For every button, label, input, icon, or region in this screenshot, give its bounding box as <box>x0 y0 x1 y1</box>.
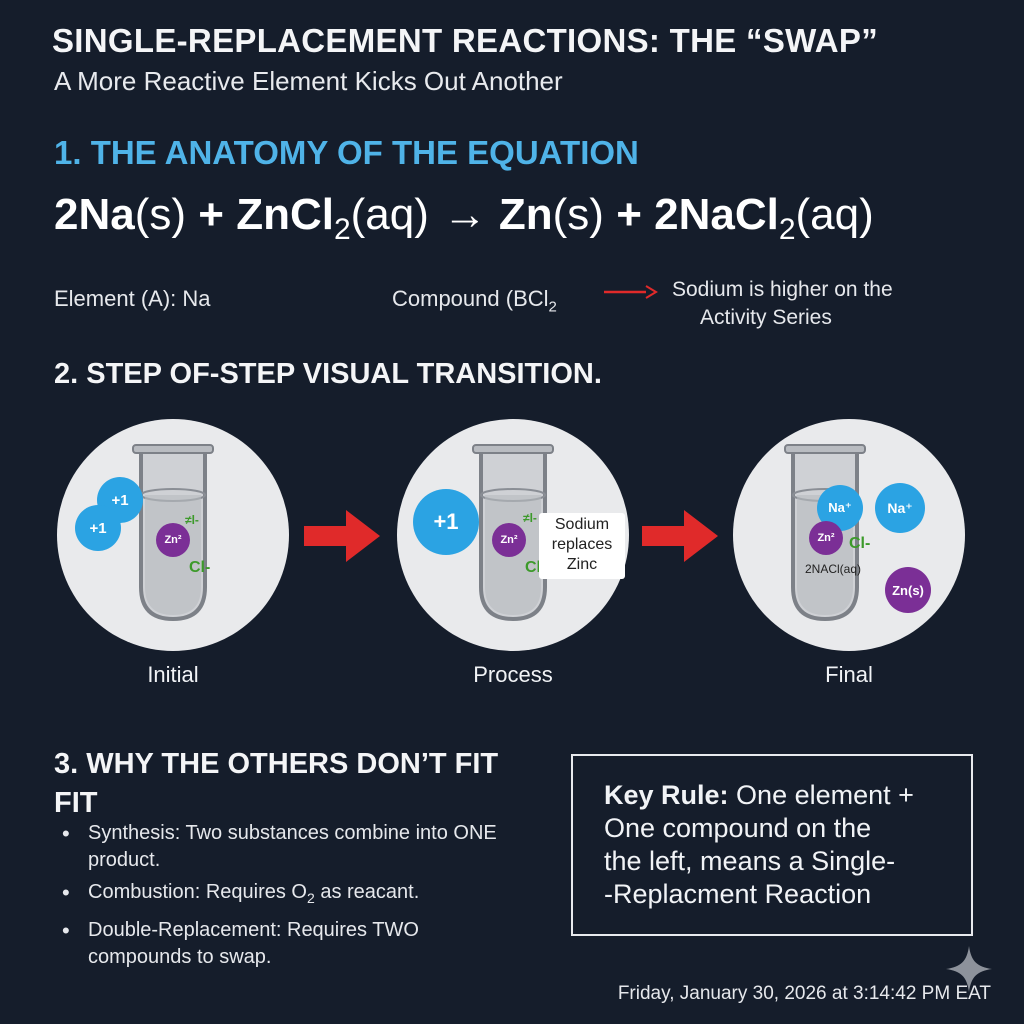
panel-caption: Process <box>473 662 553 687</box>
section2-heading: 2. STEP OF-STEP VISUAL TRANSITION. <box>54 358 602 390</box>
key-rule-label: Key Rule: <box>604 780 729 810</box>
key-rule-line: -Replacment Reaction <box>604 879 872 909</box>
section3-heading: 3. WHY THE OTHERS DON’T FIT FIT <box>54 745 498 823</box>
chemical-equation: 2Na(s) + ZnCl2(aq)→Zn(s) + 2NaCl2(aq) <box>54 190 874 247</box>
chloride-ion-label: ≠l- <box>523 511 537 525</box>
sparkle-icon <box>946 946 992 992</box>
sodium-ion: +1 <box>75 505 121 551</box>
reactant-zinc-chloride-subscript: 2 <box>333 213 351 246</box>
reactant-zinc-chloride-state: (aq) <box>350 190 429 239</box>
list-item: Synthesis: Two substances combine into O… <box>62 820 522 874</box>
product-sodium-chloride: 2NaCl <box>654 190 779 239</box>
product-sodium-chloride-state: (aq) <box>795 190 874 239</box>
reaction-arrow: → <box>442 190 487 239</box>
chloride-ion-label: Cl- <box>849 535 871 552</box>
reactant-zinc-chloride: ZnCl <box>236 190 334 239</box>
sodium-ion: Na⁺ <box>875 483 925 533</box>
panel-final: Na⁺ Na⁺ Zn² Cl- 2NΑCl(aq) Zn(s) <box>733 419 965 651</box>
zinc-ion: Zn² <box>156 523 190 557</box>
page-subtitle: A More Reactive Element Kicks Out Anothe… <box>54 66 563 96</box>
note-line: Sodium is higher on the <box>672 278 893 301</box>
sodium-ion: +1 <box>97 477 143 523</box>
reactant-sodium-state: (s) <box>134 190 187 239</box>
callout-line: Zinc <box>566 556 598 573</box>
zinc-solid: Zn(s) <box>885 567 931 613</box>
panel-process: +1 Zn² ≠l- Cl Sodium replaces Zinc <box>397 419 629 651</box>
list-item-text: as reacant. <box>314 881 420 903</box>
chloride-ion-label: ≠l- <box>185 513 199 527</box>
arrow-right-icon <box>604 285 658 299</box>
reactant-sodium: 2Na <box>54 190 135 239</box>
solution-label: 2NΑCl(aq) <box>805 562 862 576</box>
list-item-subscript: 2 <box>306 890 315 906</box>
panel-initial: +1 +1 Zn² ≠l- Cl- <box>57 419 289 651</box>
key-rule-line: One compound on the <box>604 813 872 843</box>
compound-label-subscript: 2 <box>548 298 557 316</box>
panel-caption: Initial <box>147 662 199 687</box>
compound-label-text: Compound (BCl <box>392 286 549 311</box>
key-rule-line: the left, means a Single- <box>604 846 896 876</box>
section3-heading-line: FIT <box>54 787 98 819</box>
plus-sign: + <box>603 190 655 239</box>
plus-sign: + <box>186 190 237 239</box>
sodium-ion: +1 <box>413 489 479 555</box>
key-rule-box <box>571 754 973 936</box>
product-zinc-state: (s) <box>552 190 604 239</box>
arrow-right-icon <box>304 510 380 562</box>
timestamp: Friday, January 30, 2026 at 3:14:42 PM E… <box>617 983 991 1004</box>
zinc-ion: Zn² <box>492 523 526 557</box>
product-sodium-chloride-subscript: 2 <box>778 213 796 246</box>
arrow-right-icon <box>642 510 718 562</box>
key-rule-line: One element + <box>728 780 914 810</box>
section1-heading: 1. THE ANATOMY OF THE EQUATION <box>54 134 639 171</box>
callout-line: Sodium <box>554 516 610 533</box>
list-item: Double-Replacement: Requires TWO compoun… <box>62 917 522 971</box>
product-zinc: Zn <box>498 190 553 239</box>
reaction-types-list: Synthesis: Two substances combine into O… <box>62 820 522 976</box>
zinc-ion: Zn² <box>809 521 843 555</box>
process-callout: Sodium replaces Zinc <box>539 513 625 579</box>
sodium-ion: Na⁺ <box>817 485 863 531</box>
chloride-ion-label: Cl <box>525 559 541 576</box>
activity-series-note: Sodium is higher on the Activity Series <box>672 276 893 332</box>
list-item: Combustion: Requires O2 as reacant. <box>62 879 522 912</box>
page-title: SINGLE-REPLACEMENT REACTIONS: THE “SWAP” <box>52 22 879 59</box>
panel-caption: Final <box>825 662 873 687</box>
chloride-ion-label: Cl- <box>189 559 211 576</box>
callout-line: replaces <box>551 536 613 553</box>
list-item-text: Combustion: Requires O <box>88 881 307 903</box>
section3-heading-line: 3. WHY THE OTHERS DON’T FIT <box>54 748 499 780</box>
note-line: Activity Series <box>700 306 832 329</box>
element-label: Element (A): Na <box>54 286 211 311</box>
compound-label: Compound (BCl2 <box>392 286 557 315</box>
key-rule-text: Key Rule: One element + One compound on … <box>604 779 954 911</box>
